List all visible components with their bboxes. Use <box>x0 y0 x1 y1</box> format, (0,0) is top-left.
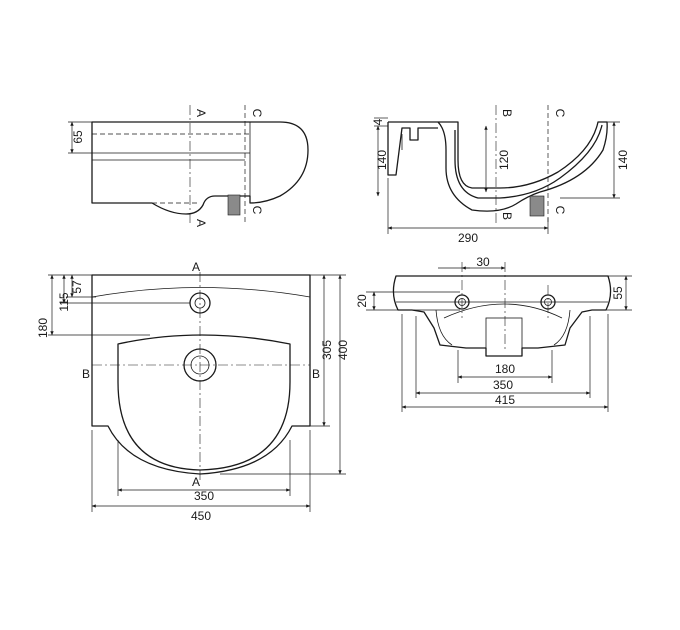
dim-290: 290 <box>458 231 478 245</box>
basin-interior <box>443 303 563 319</box>
side-view-outline <box>91 121 309 215</box>
section-label-a-top: A <box>194 109 208 117</box>
section-label-b-left: B <box>82 367 90 381</box>
section-label-a-top-2: A <box>192 260 200 274</box>
dim-180-front: 180 <box>495 362 515 376</box>
bowl-outline <box>117 334 291 471</box>
back-rim-line <box>91 287 311 298</box>
dim-350-top: 350 <box>194 489 214 503</box>
section-view: 4 140 120 140 290 B B C C <box>371 105 630 245</box>
section-label-b-bottom: B <box>500 212 514 220</box>
section-label-c-top-2: C <box>553 109 567 118</box>
wall-hatch-2 <box>529 195 545 217</box>
dim-350-front: 350 <box>493 378 513 392</box>
section-profile-inner <box>454 124 603 199</box>
section-label-a-bottom-2: A <box>192 475 200 489</box>
side-view: 65 A A C C <box>68 105 309 227</box>
wall-hatch <box>227 194 241 216</box>
dim-120: 120 <box>497 150 511 170</box>
section-label-b-right: B <box>312 367 320 381</box>
section-label-a-bottom: A <box>194 219 208 227</box>
dim-65: 65 <box>71 130 85 144</box>
dim-305: 305 <box>320 340 334 360</box>
top-view: A A B B 57 115 180 305 400 350 450 <box>36 260 350 523</box>
section-label-b-top: B <box>500 109 514 117</box>
front-view-outline <box>392 275 612 357</box>
front-view: 30 20 55 180 350 415 <box>355 255 632 412</box>
dim-140-left: 140 <box>375 150 389 170</box>
dim-30: 30 <box>476 255 490 269</box>
dim-55: 55 <box>611 286 625 300</box>
top-view-outline <box>91 274 311 475</box>
dim-20: 20 <box>355 294 369 308</box>
dim-115: 115 <box>57 292 71 311</box>
section-label-c-bottom: C <box>250 206 264 215</box>
overflow-hole-left <box>454 294 470 310</box>
dim-180: 180 <box>36 318 50 338</box>
dim-400: 400 <box>336 340 350 360</box>
section-label-c-top: C <box>250 109 264 118</box>
section-back-wall <box>387 122 438 176</box>
overflow-hole-right <box>540 294 556 310</box>
dim-57: 57 <box>70 280 84 294</box>
dim-4: 4 <box>371 118 385 125</box>
dim-450: 450 <box>191 509 211 523</box>
dim-415: 415 <box>495 393 515 407</box>
section-label-c-bottom-2: C <box>553 206 567 215</box>
section-profile-outer <box>388 121 608 212</box>
dim-140-right: 140 <box>616 150 630 170</box>
